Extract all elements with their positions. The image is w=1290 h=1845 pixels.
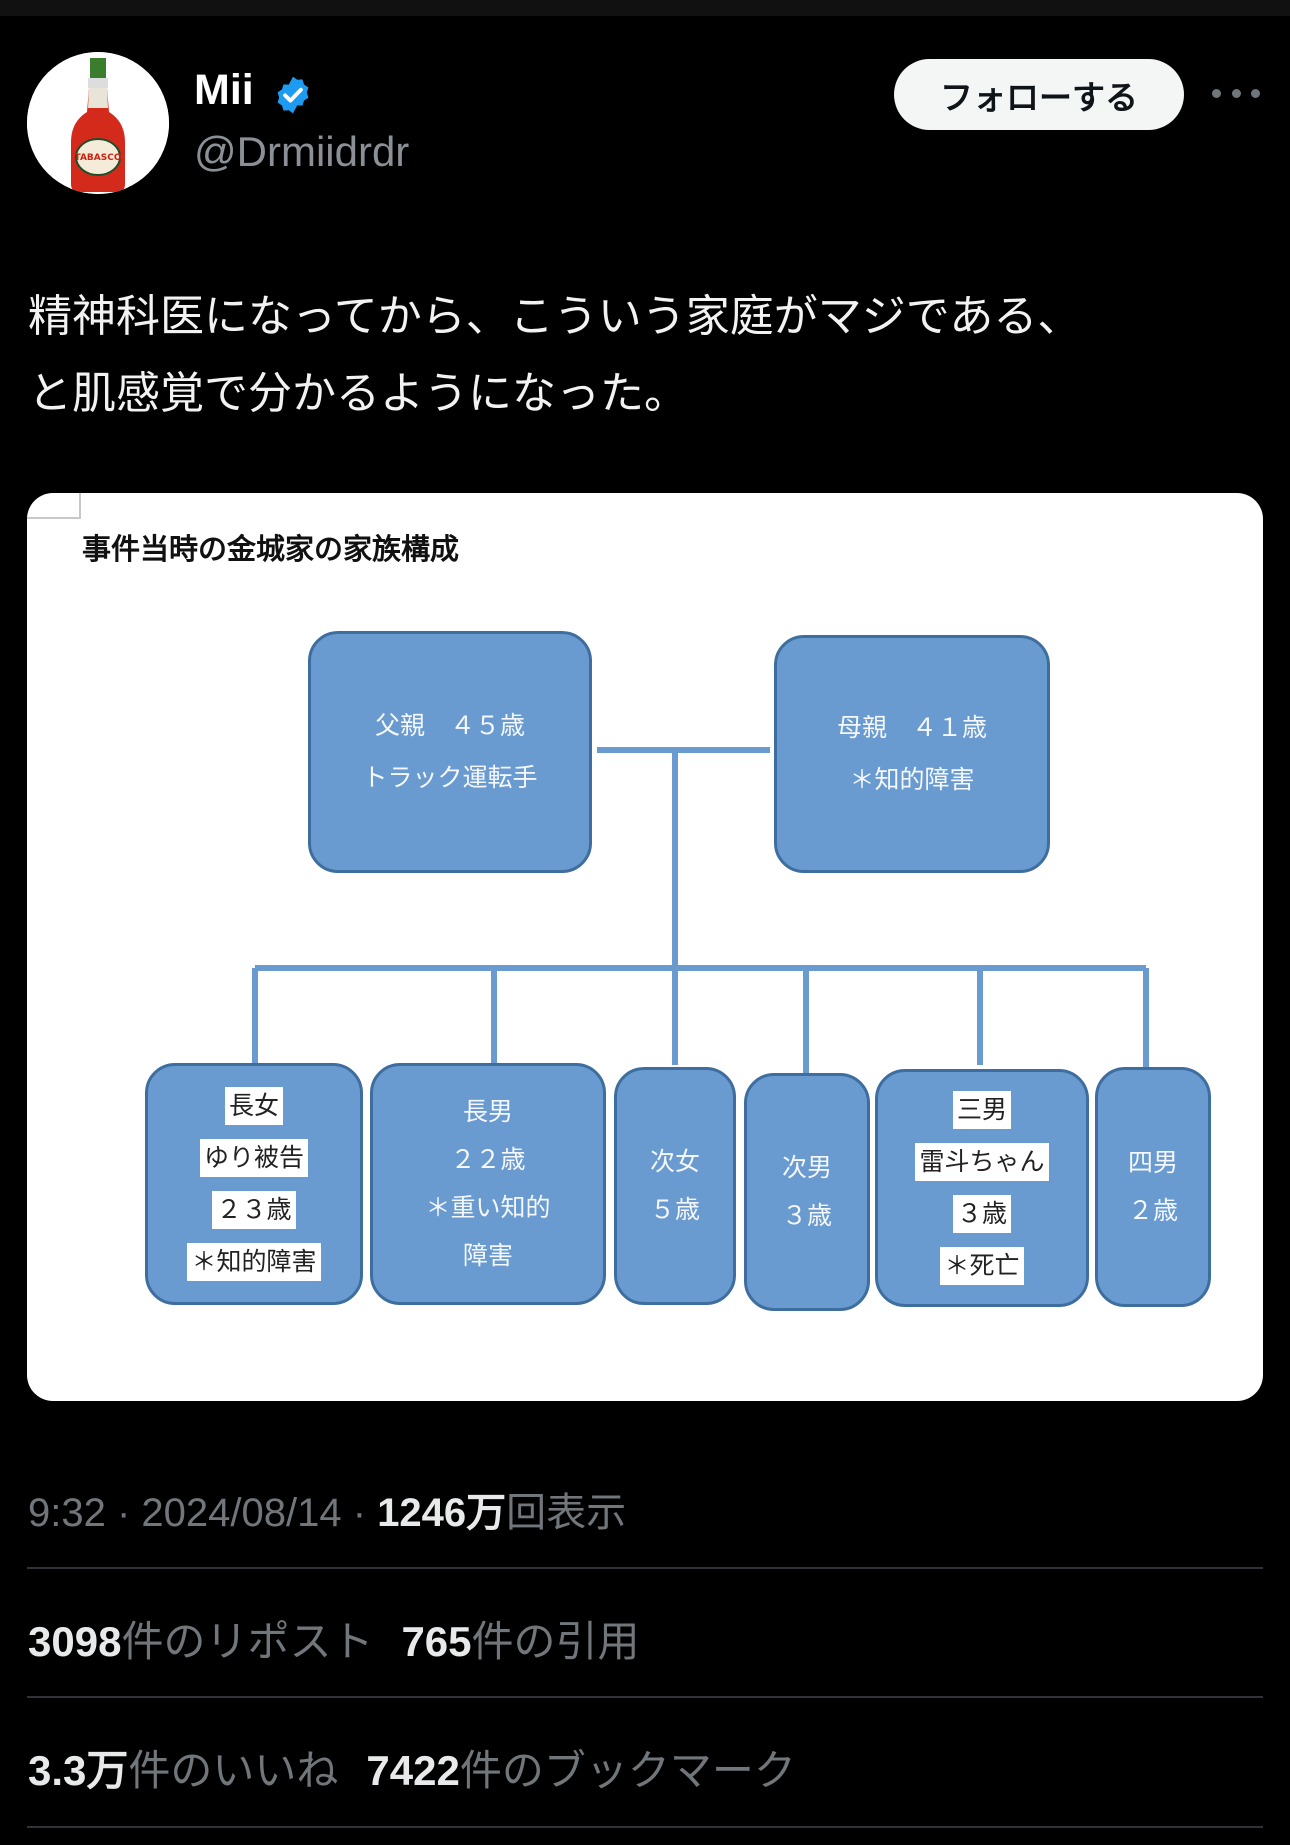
divider (27, 1567, 1263, 1569)
image-title: 事件当時の金城家の家族構成 (82, 532, 460, 566)
node-child-line: ゆり被告 (199, 1139, 308, 1177)
node-child-line: ３歳 (952, 1195, 1011, 1233)
attached-image[interactable]: 事件当時の金城家の家族構成 父親 ４５歳 トラック運転手 母親 ４１歳 ＊知的障… (27, 493, 1263, 1401)
views-count: 1246万 (377, 1491, 507, 1535)
node-child-line: 長女 (224, 1087, 283, 1125)
follow-button[interactable]: フォローする (894, 59, 1184, 130)
stats-row-reposts: 3098件のリポスト 765件の引用 (28, 1608, 640, 1669)
likes-count: 3.3万 (28, 1747, 129, 1794)
tweet-time[interactable]: 9:32 (28, 1491, 106, 1535)
node-father-line: 父親 ４５歳 (374, 711, 525, 740)
node-child-line: ２歳 (1127, 1196, 1178, 1225)
bookmarks-link[interactable]: 7422件のブックマーク (366, 1747, 795, 1794)
tweet-text-line: と肌感覚で分かるようになった。 (28, 368, 688, 419)
divider (27, 1696, 1263, 1698)
meta-separator: · (116, 1491, 142, 1535)
node-child-line: ５歳 (649, 1195, 700, 1224)
node-child: 長女 ゆり被告 ２３歳 ＊知的障害 (145, 1063, 363, 1305)
node-child-line: 四男 (1127, 1148, 1178, 1177)
divider (27, 1826, 1263, 1828)
likes-label: 件のいいね (128, 1747, 339, 1794)
more-options-icon[interactable] (1212, 80, 1260, 106)
node-child-line: ２３歳 (212, 1191, 296, 1229)
node-child-line: ＊知的障害 (187, 1243, 321, 1281)
reposts-count: 3098 (28, 1618, 122, 1665)
tweet-text: 精神科医になってから、こういう家庭がマジである、 と肌感覚で分かるようになった。 (28, 278, 1268, 432)
tweet-text-line: 精神科医になってから、こういう家庭がマジである、 (28, 291, 1082, 342)
node-child-line: ＊死亡 (940, 1247, 1024, 1285)
node-child-line: ＊重い知的 (425, 1193, 551, 1222)
svg-text:TABASCO: TABASCO (75, 153, 122, 163)
node-father-line: トラック運転手 (362, 763, 538, 792)
document-corner-mark (27, 493, 81, 519)
status-strip (0, 0, 1290, 16)
node-child-line: ３歳 (781, 1201, 832, 1230)
node-child-line: 雷斗ちゃん (915, 1143, 1049, 1181)
node-child-line: 次女 (649, 1147, 700, 1176)
family-tree-connectors (252, 747, 1149, 1073)
meta-separator: · (352, 1491, 378, 1535)
bookmarks-count: 7422 (366, 1747, 460, 1794)
node-child: 長男 ２２歳 ＊重い知的 障害 (370, 1063, 606, 1305)
display-name[interactable]: Mii (194, 66, 254, 114)
node-child: 三男 雷斗ちゃん ３歳 ＊死亡 (875, 1069, 1089, 1307)
user-handle[interactable]: @Drmiidrdr (194, 128, 410, 175)
node-father: 父親 ４５歳 トラック運転手 (308, 631, 592, 873)
reposts-link[interactable]: 3098件のリポスト (28, 1618, 373, 1665)
quotes-label: 件の引用 (471, 1618, 640, 1665)
node-child: 四男 ２歳 (1095, 1067, 1211, 1307)
views-label: 回表示 (506, 1491, 627, 1535)
node-child-line: 障害 (462, 1241, 513, 1270)
stats-row-likes: 3.3万件のいいね 7422件のブックマーク (28, 1737, 796, 1798)
tweet-date[interactable]: 2024/08/14 (141, 1491, 342, 1535)
node-child: 次女 ５歳 (614, 1067, 736, 1305)
quotes-link[interactable]: 765件の引用 (401, 1618, 639, 1665)
node-child: 次男 ３歳 (744, 1073, 870, 1311)
tweet-meta: 9:32 · 2024/08/14 · 1246万回表示 (28, 1480, 626, 1538)
quotes-count: 765 (401, 1618, 472, 1665)
bookmarks-label: 件のブックマーク (459, 1747, 796, 1794)
node-child-line: 三男 (952, 1091, 1011, 1129)
node-mother: 母親 ４１歳 ＊知的障害 (774, 635, 1050, 873)
node-mother-line: ＊知的障害 (849, 765, 975, 794)
node-child-line: 次男 (781, 1153, 832, 1182)
verified-badge-icon (277, 76, 309, 114)
node-mother-line: 母親 ４１歳 (836, 713, 987, 742)
reposts-label: 件のリポスト (121, 1618, 374, 1665)
node-child-line: ２２歳 (450, 1145, 526, 1174)
tabasco-bottle-icon: TABASCO (27, 52, 169, 194)
avatar[interactable]: TABASCO (27, 52, 169, 194)
node-child-line: 長男 (462, 1097, 513, 1126)
likes-link[interactable]: 3.3万件のいいね (28, 1747, 338, 1794)
